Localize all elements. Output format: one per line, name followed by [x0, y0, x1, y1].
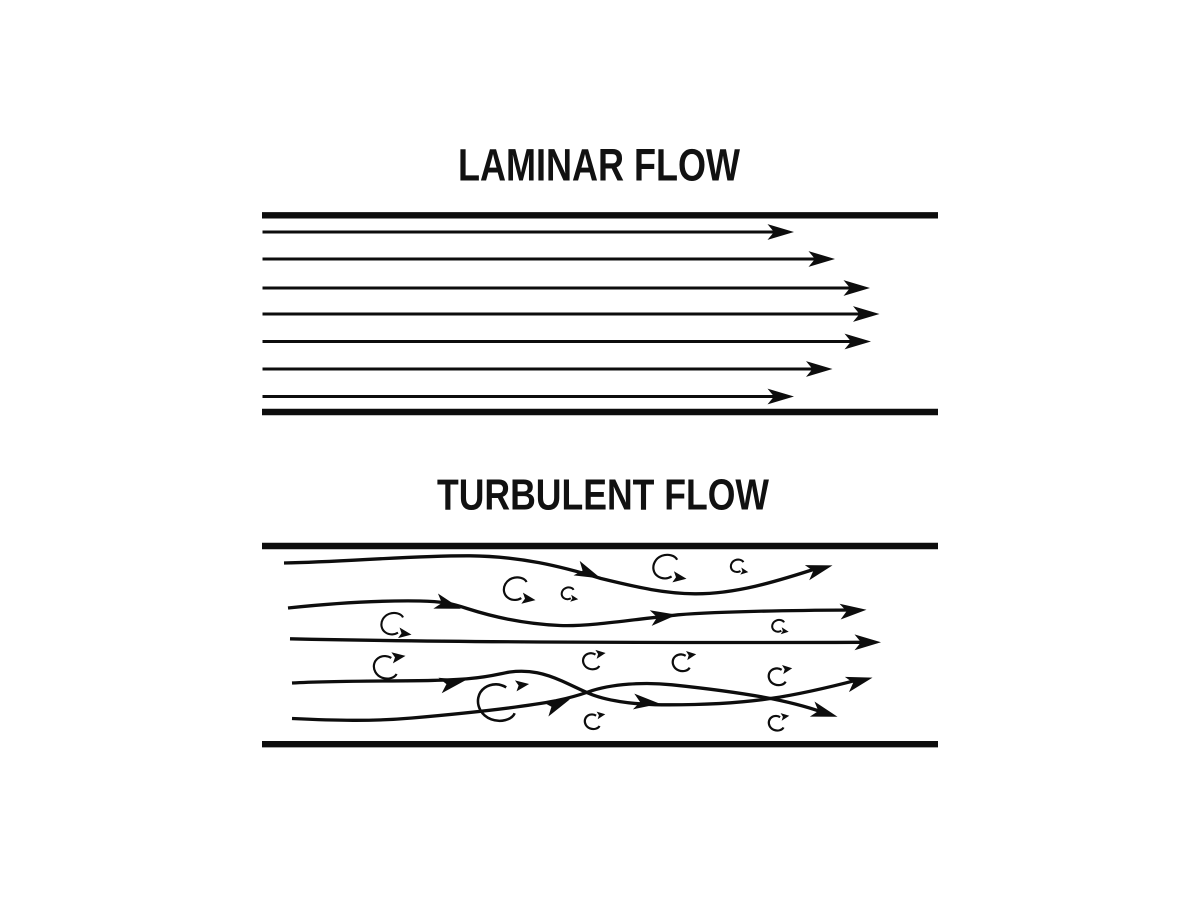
svg-text:TURBULENT FLOW: TURBULENT FLOW	[437, 470, 769, 519]
svg-text:LAMINAR FLOW: LAMINAR FLOW	[458, 140, 740, 191]
